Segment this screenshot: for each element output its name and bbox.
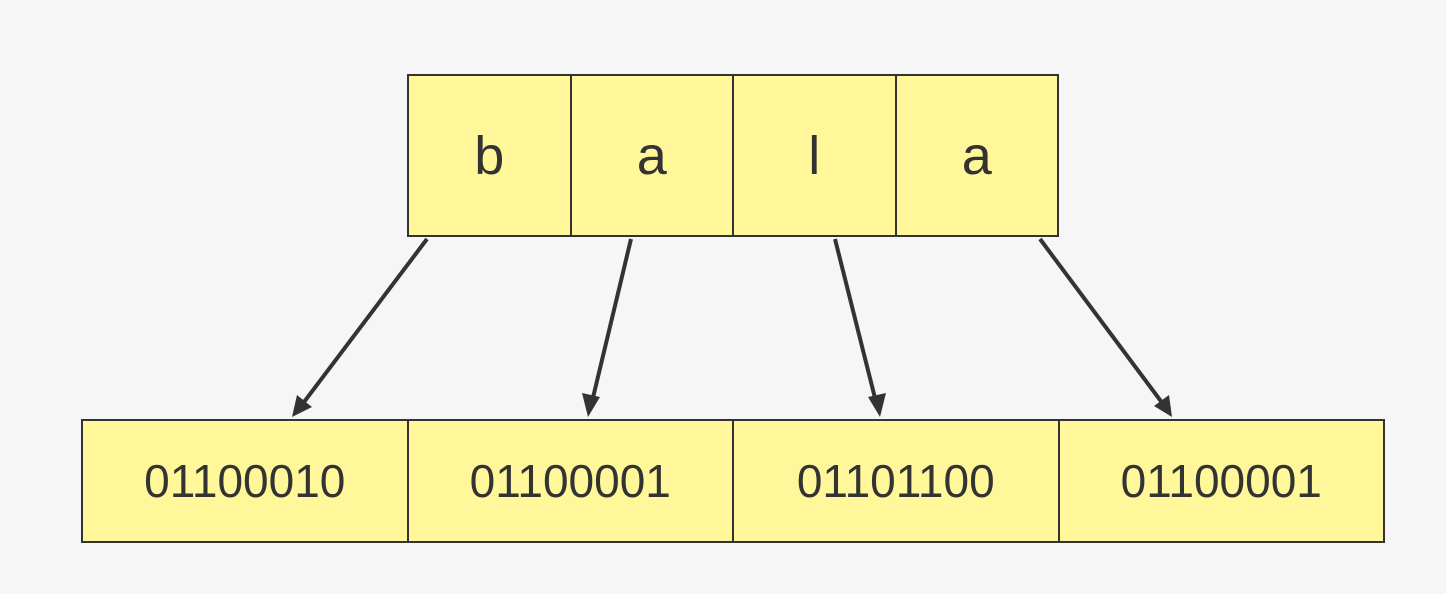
byte-cell-4: 01100001 [1059,421,1383,541]
arrowhead-1 [292,395,312,417]
byte-cell-3: 01101100 [734,421,1060,541]
arrow-l-to-byte [833,238,879,407]
arrowhead-4 [1154,395,1172,417]
char-cell-a: a [571,76,734,235]
char-cell-l: l [734,76,897,235]
arrow-a-to-byte [589,238,633,407]
char-cell-a-2: a [896,76,1057,235]
arrowhead-3 [868,393,886,417]
arrow-a2-to-byte [1038,237,1168,410]
byte-cell-2: 01100001 [408,421,734,541]
char-cell-b: b [409,76,572,235]
binary-row: 01100010 01100001 01101100 01100001 [81,419,1385,543]
byte-cell-1: 01100010 [83,421,409,541]
character-row: b a l a [407,74,1059,237]
arrowhead-2 [582,393,600,417]
arrow-b-to-byte [296,237,429,412]
